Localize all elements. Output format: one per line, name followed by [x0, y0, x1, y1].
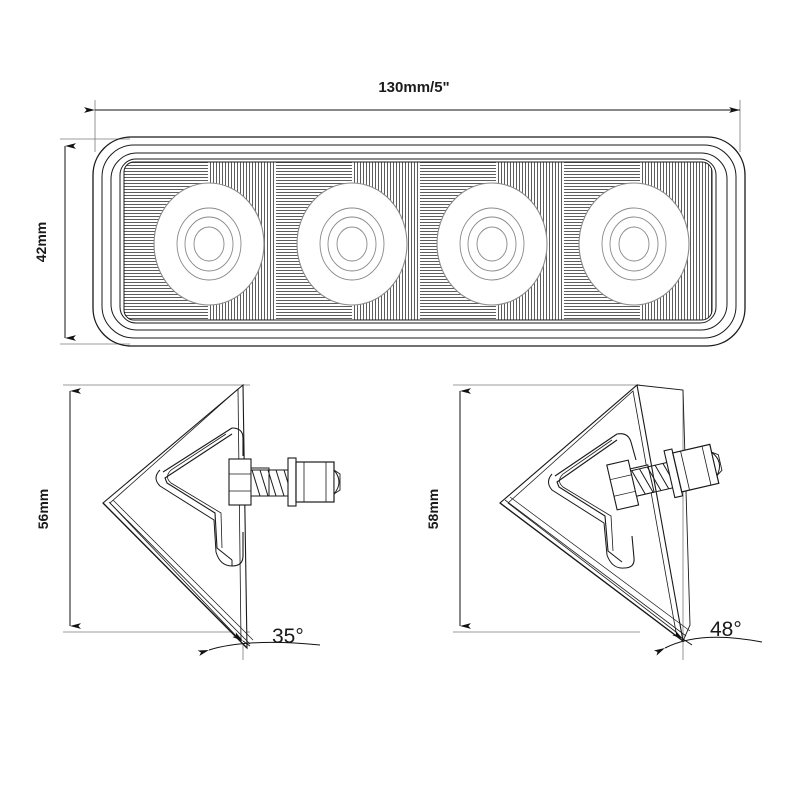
lamp-body-left: [102, 383, 254, 650]
mounting-bracket-left: [155, 427, 244, 567]
front-height-label: 42mm: [33, 222, 49, 262]
side-left-angle-label: 35°: [272, 625, 304, 648]
reflector-border: [123, 161, 713, 321]
mounting-bracket-right: [548, 433, 637, 569]
led-lens-1: [153, 182, 265, 306]
front-height-dimension: 42mm: [33, 143, 76, 341]
front-view: 130mm/5" 42mm: [33, 79, 746, 347]
side-view-left: 56mm: [35, 383, 341, 660]
side-right-angle-dimension: 48°: [653, 618, 763, 656]
side-right-extension-lines: [453, 384, 684, 660]
led-lens-3: [436, 182, 548, 306]
led-lens-2: [296, 182, 408, 306]
lamp-body-right: [499, 383, 691, 643]
side-right-height-label: 58mm: [425, 489, 441, 529]
side-left-height-dimension: 56mm: [35, 388, 81, 629]
lamp-housing-outline: [92, 136, 746, 347]
mounting-stud-left: [228, 457, 341, 507]
led-lens-group: [153, 182, 690, 306]
side-left-height-label: 56mm: [35, 489, 51, 529]
side-view-right: 58mm: [425, 383, 763, 660]
side-left-angle-dimension: 35°: [197, 625, 321, 657]
front-width-label: 130mm/5": [378, 79, 449, 96]
led-lens-4: [578, 182, 690, 306]
side-right-angle-label: 48°: [710, 618, 742, 641]
mounting-stud-right: [606, 443, 723, 511]
front-width-dimension: 130mm/5": [84, 79, 740, 113]
side-right-height-dimension: 58mm: [425, 388, 471, 629]
